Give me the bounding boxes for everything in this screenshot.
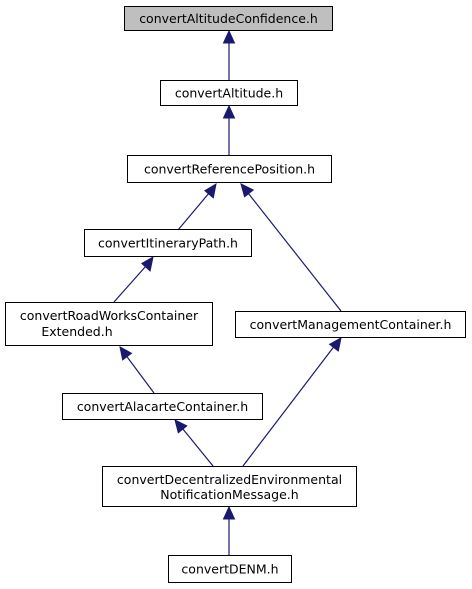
node-management-container[interactable]: convertManagementContainer.h: [235, 311, 466, 338]
node-itinerary-path[interactable]: convertItineraryPath.h: [84, 229, 252, 257]
node-label: convertAltitudeConfidence.h: [139, 11, 318, 26]
node-label: convertReferencePosition.h: [144, 162, 315, 177]
node-label: convertAlacarteContainer.h: [77, 399, 248, 414]
node-label: convertItineraryPath.h: [98, 236, 238, 251]
node-reference-position[interactable]: convertReferencePosition.h: [127, 155, 332, 183]
node-label-line-2: Extended.h: [41, 324, 112, 339]
node-label: convertDENM.h: [181, 562, 278, 577]
node-label-line-1: convertDecentralizedEnvironmental: [117, 472, 342, 487]
edge-itinerarypath-to-referenceposition: [177, 182, 217, 231]
edge-roadworks-to-itinerarypath: [113, 256, 154, 303]
node-label: convertAltitude.h: [175, 86, 283, 101]
node-label-line-1: convertRoadWorksContainer: [20, 308, 199, 323]
node-roadworks-container-extended[interactable]: convertRoadWorksContainer Extended.h: [5, 302, 213, 346]
node-decentralized-environmental-notification-message[interactable]: convertDecentralizedEnvironmental Notifi…: [102, 466, 357, 507]
edge-decentralized-to-managementcontainer: [242, 337, 342, 467]
edge-alacarte-to-roadworks: [119, 346, 155, 394]
edge-denm-to-decentralized: [222, 505, 236, 555]
edge-decentralized-to-alacarte: [174, 419, 214, 467]
edge-altitude-to-altitudeconfidence: [222, 29, 236, 80]
node-denm[interactable]: convertDENM.h: [168, 555, 292, 583]
node-altitude-confidence[interactable]: convertAltitudeConfidence.h: [124, 6, 333, 31]
node-alacarte-container[interactable]: convertAlacarteContainer.h: [62, 393, 263, 420]
node-label-line-2: NotificationMessage.h: [160, 487, 298, 502]
node-label: convertManagementContainer.h: [250, 317, 452, 332]
edge-managementcontainer-to-referenceposition: [240, 183, 342, 312]
edge-referenceposition-to-altitude: [222, 104, 236, 155]
node-altitude[interactable]: convertAltitude.h: [160, 80, 298, 106]
